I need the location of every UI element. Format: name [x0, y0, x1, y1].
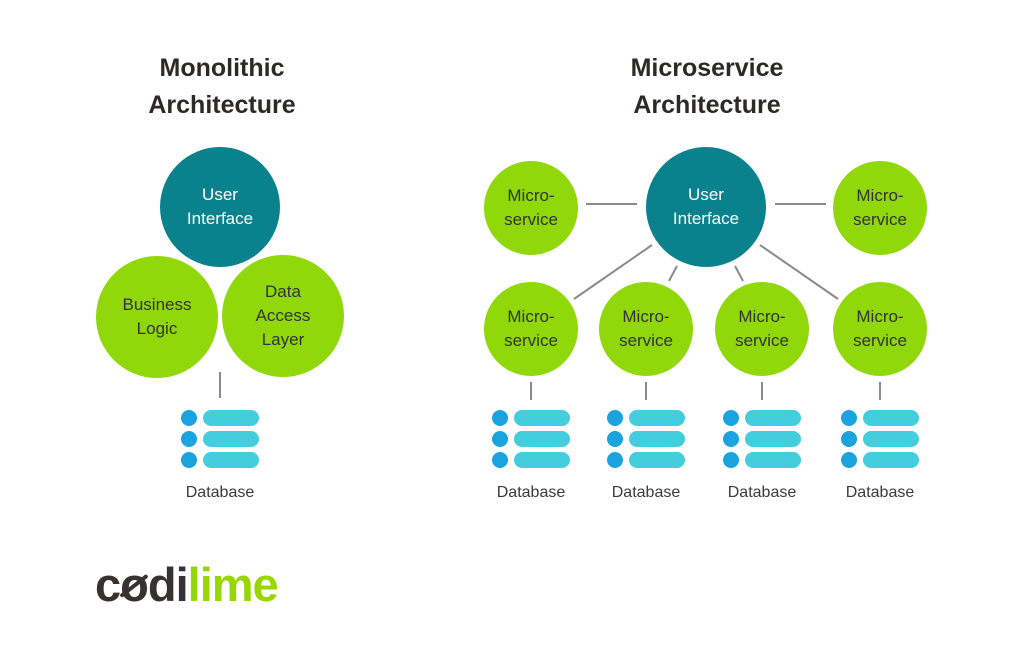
- database-microservice-4: Database: [841, 410, 919, 502]
- node-microservice-top-left: Micro- service: [484, 161, 578, 255]
- database-dot: [607, 431, 623, 447]
- database-dot: [492, 410, 508, 426]
- database-icon: [841, 410, 919, 468]
- database-microservice-1: Database: [492, 410, 570, 502]
- logo-slashed-o: o: [120, 558, 149, 611]
- database-dot: [492, 452, 508, 468]
- microservice-title: Microservice Architecture: [630, 54, 784, 119]
- database-icon: [723, 410, 801, 468]
- database-bar: [745, 452, 801, 468]
- database-bar: [629, 410, 685, 426]
- database-dot: [181, 410, 197, 426]
- node-data-access-layer: Data Access Layer: [222, 255, 344, 377]
- database-bar: [629, 431, 685, 447]
- database-dot: [492, 431, 508, 447]
- database-label: Database: [496, 484, 566, 501]
- node-microservice-top-right: Micro- service: [833, 161, 927, 255]
- database-dot: [723, 410, 739, 426]
- database-label: Database: [611, 484, 681, 501]
- logo-text-green: lime: [187, 558, 279, 611]
- database-microservice-3: Database: [723, 410, 801, 502]
- database-label: Database: [185, 484, 255, 501]
- node-microservice-bottom-3: Micro- service: [715, 282, 809, 376]
- node-user-interface-microservice: User Interface: [646, 147, 766, 267]
- database-bar: [863, 410, 919, 426]
- database-label: Database: [845, 484, 915, 501]
- database-monolith: Database: [181, 410, 259, 502]
- database-microservice-2: Database: [607, 410, 685, 502]
- database-bar: [745, 410, 801, 426]
- monolithic-title: Monolithic Architecture: [148, 54, 296, 119]
- database-bar: [514, 410, 570, 426]
- codilime-logo: codilime: [95, 558, 279, 611]
- node-microservice-bottom-2: Micro- service: [599, 282, 693, 376]
- database-bar: [514, 452, 570, 468]
- logo-o-glyph: o: [120, 558, 149, 611]
- database-bar: [203, 410, 259, 426]
- database-dot: [841, 431, 857, 447]
- database-bar: [863, 452, 919, 468]
- database-bar: [745, 431, 801, 447]
- connector-line: [734, 265, 744, 282]
- database-dot: [607, 410, 623, 426]
- database-dot: [723, 452, 739, 468]
- database-icon: [492, 410, 570, 468]
- database-bar: [203, 452, 259, 468]
- database-dot: [841, 410, 857, 426]
- node-user-interface-monolith: User Interface: [160, 147, 280, 267]
- database-label: Database: [727, 484, 797, 501]
- database-dot: [841, 452, 857, 468]
- logo-text-dark: c: [95, 558, 121, 611]
- database-bar: [629, 452, 685, 468]
- logo-text-dark: di: [147, 558, 189, 611]
- database-dot: [181, 431, 197, 447]
- node-microservice-bottom-4: Micro- service: [833, 282, 927, 376]
- database-dot: [723, 431, 739, 447]
- database-bar: [203, 431, 259, 447]
- database-bar: [863, 431, 919, 447]
- database-bar: [514, 431, 570, 447]
- connector-line: [668, 265, 678, 282]
- database-dot: [181, 452, 197, 468]
- database-dot: [607, 452, 623, 468]
- database-icon: [607, 410, 685, 468]
- node-microservice-bottom-1: Micro- service: [484, 282, 578, 376]
- node-business-logic: Business Logic: [96, 256, 218, 378]
- database-icon: [181, 410, 259, 468]
